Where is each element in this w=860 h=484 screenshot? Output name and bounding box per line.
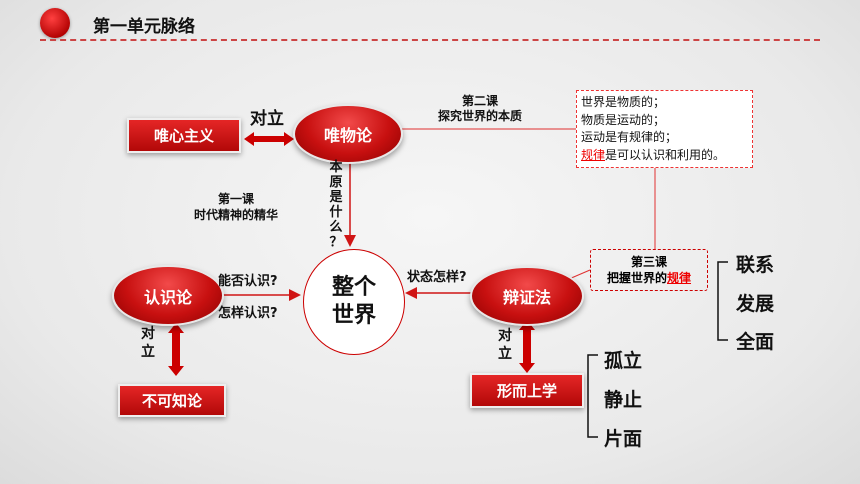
metaphysic-bracket: [587, 354, 598, 438]
feature-development: 发展: [736, 293, 775, 315]
can-know-label: 能否认识?: [218, 274, 278, 289]
opposition-char: 对: [141, 326, 155, 342]
summary-line: 规律是可以认识和利用的。: [581, 147, 748, 165]
summary-line: 世界是物质的；: [581, 95, 666, 109]
origin-char: 么: [329, 220, 343, 235]
header-divider: [40, 39, 820, 41]
summary-highlight: 规律: [581, 147, 606, 162]
header-bullet-icon: [40, 8, 70, 38]
opposition-label-right: 对 立: [497, 327, 513, 363]
dialectic-bracket: [717, 261, 728, 341]
origin-char: 原: [329, 175, 343, 190]
opposition-arrow-horizontal: [244, 132, 294, 146]
opposition-char: 立: [141, 344, 155, 360]
idealism-node: 唯心主义: [127, 118, 241, 153]
materialism-label: 唯物论: [323, 126, 372, 145]
summary-rest: 是可以认识和利用的。: [605, 147, 726, 162]
lesson3-name: 把握世界的规律: [591, 270, 707, 286]
opposition-label-horizontal: 对立: [250, 109, 284, 129]
feature-static: 静止: [604, 389, 643, 411]
metaphysics-label: 形而上学: [496, 382, 557, 400]
opposition-char: 对: [498, 328, 512, 344]
lesson3-name-highlight: 规律: [667, 271, 692, 285]
dialectics-node: 辩证法: [470, 266, 584, 326]
summary-line: 物质是运动的；: [581, 112, 666, 127]
lesson3-box: 第三课 把握世界的规律: [590, 249, 708, 291]
lesson2-name: 探究世界的本质: [437, 109, 522, 123]
origin-char: 什: [329, 205, 343, 220]
lesson3-title: 第三课: [630, 255, 667, 269]
dialectics-label: 辩证法: [502, 288, 551, 307]
epistemology-label: 认识论: [143, 287, 192, 307]
opposition-label-left: 对 立: [140, 325, 156, 361]
origin-char: 本: [329, 160, 343, 175]
what-state-label: 状态怎样?: [407, 270, 467, 285]
lesson1-title: 第一课: [217, 192, 254, 206]
metaphysics-node: 形而上学: [470, 373, 584, 408]
how-know-label: 怎样认识?: [218, 306, 278, 321]
lesson1-name: 时代精神的精华: [193, 208, 278, 222]
epistemology-node: 认识论: [112, 265, 224, 326]
world-label-line2: 世界: [331, 303, 376, 328]
opposition-char: 立: [498, 346, 512, 362]
feature-onesided: 片面: [604, 428, 643, 450]
world-label-line1: 整个: [331, 274, 376, 300]
summary-line: 运动是有规律的；: [581, 130, 678, 144]
lesson2-title: 第二课: [461, 94, 498, 108]
agnosticism-node: 不可知论: [118, 384, 226, 417]
origin-question-label: 本 原 是 什 么 ？: [328, 160, 344, 250]
agnosticism-label: 不可知论: [141, 392, 202, 410]
feature-comprehensive: 全面: [736, 331, 775, 353]
materialism-node: 唯物论: [293, 104, 403, 164]
feature-isolated: 孤立: [604, 350, 643, 372]
lesson3-name-prefix: 把握世界的: [606, 271, 667, 285]
world-node: 整个 世界: [303, 249, 405, 355]
idealism-label: 唯心主义: [153, 127, 214, 145]
opposition-arrow-left: [168, 323, 184, 376]
feature-connection: 联系: [736, 254, 775, 276]
materialism-summary-box: 世界是物质的； 物质是运动的； 运动是有规律的； 规律是可以认识和利用的。: [576, 90, 753, 168]
page-title: 第一单元脉络: [93, 17, 195, 37]
origin-char: 是: [329, 190, 343, 205]
origin-char: ？: [329, 235, 343, 250]
opposition-arrow-right: [519, 320, 535, 373]
